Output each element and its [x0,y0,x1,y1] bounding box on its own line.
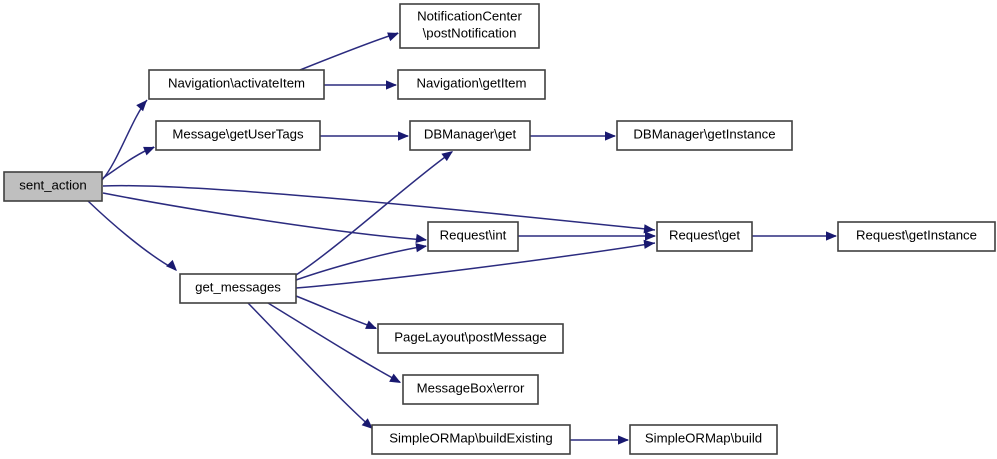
edge-get_messages-to-messagebox_error [267,302,401,383]
node-label-dbmanager_get: DBManager\get [424,127,517,142]
node-box-nav_getItem[interactable] [397,69,546,100]
node-simpleormap_buildExisting[interactable]: SimpleORMap\buildExisting [371,424,571,455]
arrowhead-get_messages-to-pagelayout_postMessage [365,320,377,329]
arrowhead-sent_action-to-msg_getUserTags [143,146,155,156]
arrowhead-msg_getUserTags-to-dbmanager_get [398,131,409,141]
arrowhead-get_messages-to-request_int [415,243,427,253]
node-label-get_messages: get_messages [195,280,281,295]
node-box-dbmanager_getInstance[interactable] [616,120,793,151]
node-notification_post[interactable]: NotificationCenter\postNotification [399,3,540,49]
node-box-messagebox_error[interactable] [402,374,539,405]
arrowhead-sent_action-to-get_messages [166,259,177,271]
node-label-pagelayout_postMessage: PageLayout\postMessage [394,330,547,345]
node-label-sent_action: sent_action [19,178,86,193]
node-label-messagebox_error: MessageBox\error [417,381,525,396]
node-pagelayout_postMessage[interactable]: PageLayout\postMessage [377,323,564,354]
arrowhead-request_get-to-request_getInstance [826,231,837,241]
node-sent_action[interactable]: sent_action [3,171,103,202]
node-dbmanager_getInstance[interactable]: DBManager\getInstance [616,120,793,151]
edge-sent_action-to-get_messages [87,200,177,271]
node-label-simpleormap_buildExisting: SimpleORMap\buildExisting [389,431,552,446]
edge-get_messages-to-simpleormap_buildExisting [247,302,373,429]
arrowhead-dbmanager_get-to-dbmanager_getInstance [605,131,616,141]
node-box-msg_getUserTags[interactable] [155,120,321,151]
node-request_int[interactable]: Request\int [427,221,519,252]
node-box-request_getInstance[interactable] [837,221,996,252]
edge-sent_action-to-nav_activateItem [101,99,148,181]
node-box-nav_activateItem[interactable] [148,69,325,100]
arrowhead-simpleormap_buildExisting-to-simpleormap_build [618,435,629,445]
arrowhead-get_messages-to-request_get [643,239,655,249]
node-box-request_int[interactable] [427,221,519,252]
node-box-simpleormap_buildExisting[interactable] [371,424,571,455]
node-request_get[interactable]: Request\get [656,221,753,252]
node-box-pagelayout_postMessage[interactable] [377,323,564,354]
node-box-request_get[interactable] [656,221,753,252]
node-nav_getItem[interactable]: Navigation\getItem [397,69,546,100]
node-label-simpleormap_build: SimpleORMap\build [645,431,762,446]
arrowhead-nav_activateItem-to-nav_getItem [386,80,397,90]
node-request_getInstance[interactable]: Request\getInstance [837,221,996,252]
edge-sent_action-to-request_get [102,184,656,231]
node-label-request_int: Request\int [440,228,507,243]
edge-nav_activateItem-to-notification_post [299,32,399,71]
edge-get_messages-to-request_get [295,242,656,289]
nodes-layer: sent_action Navigation\activateItemMessag… [3,3,996,455]
node-label-request_getInstance: Request\getInstance [856,228,977,243]
node-box-get_messages[interactable] [179,273,297,304]
node-nav_activateItem[interactable]: Navigation\activateItem [148,69,325,100]
node-simpleormap_build[interactable]: SimpleORMap\build [629,424,778,455]
edge-get_messages-to-request_int [295,245,427,281]
node-label-msg_getUserTags: Message\getUserTags [172,127,304,142]
node-box-notification_post[interactable] [399,3,540,49]
arrowheads-layer [136,32,837,445]
node-label-nav_getItem: Navigation\getItem [417,76,527,91]
arrowhead-sent_action-to-request_get [643,224,655,234]
node-label-notification_post: NotificationCenter\postNotification [417,9,522,41]
arrowhead-get_messages-to-messagebox_error [389,373,401,383]
node-box-sent_action[interactable] [3,171,103,202]
edge-sent_action-to-request_int [102,192,427,241]
edges-layer [87,32,836,441]
node-label-request_get: Request\get [669,228,740,243]
arrowhead-nav_activateItem-to-notification_post [387,32,399,42]
arrowhead-request_int-to-request_get [645,231,656,241]
node-box-simpleormap_build[interactable] [629,424,778,455]
arrowhead-get_messages-to-simpleormap_buildExisting [361,418,373,429]
arrowhead-sent_action-to-nav_activateItem [136,100,147,112]
node-label-nav_activateItem: Navigation\activateItem [168,76,305,91]
node-get_messages[interactable]: get_messages [179,273,297,304]
node-label-dbmanager_getInstance: DBManager\getInstance [633,127,775,142]
edge-get_messages-to-pagelayout_postMessage [295,295,377,329]
node-box-dbmanager_get[interactable] [409,120,531,151]
arrowhead-get_messages-to-dbmanager_get [441,151,453,162]
node-msg_getUserTags[interactable]: Message\getUserTags [155,120,321,151]
node-messagebox_error[interactable]: MessageBox\error [402,374,539,405]
edge-get_messages-to-dbmanager_get [295,151,453,276]
node-dbmanager_get[interactable]: DBManager\get [409,120,531,151]
arrowhead-sent_action-to-request_int [415,233,427,244]
